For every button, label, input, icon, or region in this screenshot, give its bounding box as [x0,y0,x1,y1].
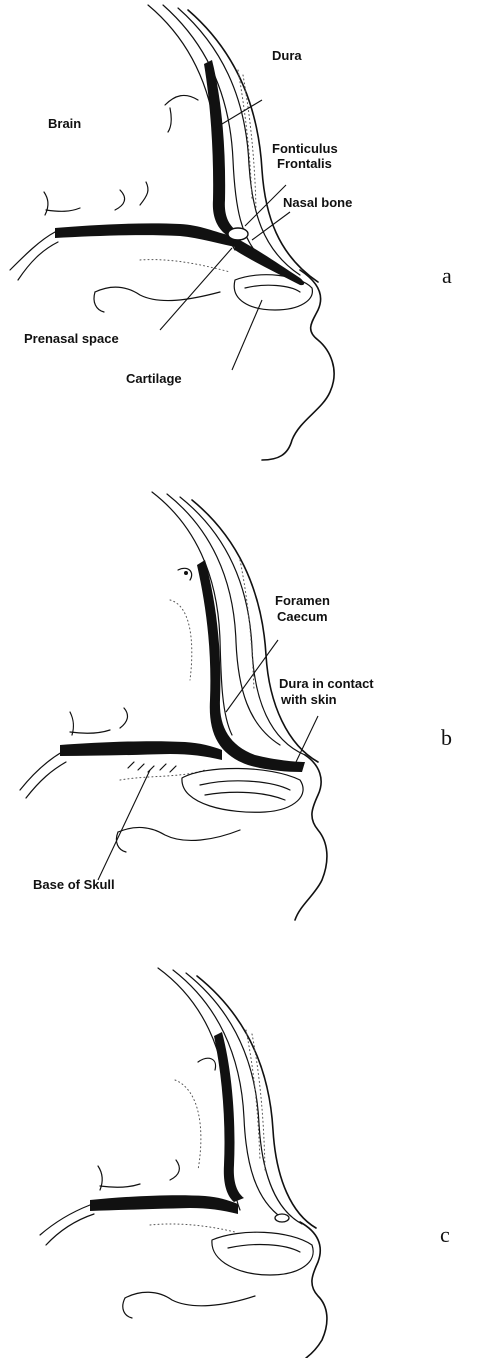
panel-letter-b: b [441,725,452,750]
label-base-of-skull: Base of Skull [33,877,115,892]
label-dura-contact-line2: with skin [280,692,337,707]
label-cartilage: Cartilage [126,371,182,386]
label-foramen-line1: Foramen [275,593,330,608]
label-dura: Dura [272,48,302,63]
panel-a: Dura Brain Fonticulus Frontalis Nasal bo… [10,5,452,460]
panel-letter-c: c [440,1222,450,1247]
label-prenasal-space: Prenasal space [24,331,119,346]
label-foramen-line2: Caecum [277,609,328,624]
panel-b: Foramen Caecum Dura in contact with skin… [20,492,452,920]
panel-c: c [40,968,450,1358]
label-dura-contact-line1: Dura in contact [279,676,374,691]
label-brain: Brain [48,116,81,131]
label-fonticulus-line1: Fonticulus [272,141,338,156]
label-nasal-bone: Nasal bone [283,195,352,210]
panel-letter-a: a [442,263,452,288]
label-fonticulus-line2: Frontalis [277,156,332,171]
